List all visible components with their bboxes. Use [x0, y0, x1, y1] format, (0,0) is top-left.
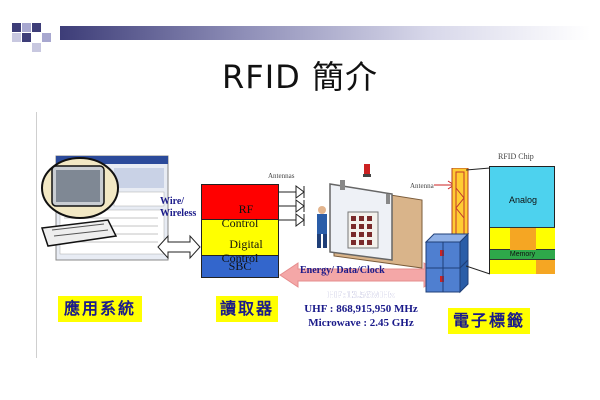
chip-memory-label: Memory [509, 251, 536, 258]
chip-right-yellow [536, 227, 555, 250]
application-system [38, 150, 198, 270]
antenna-icons [278, 185, 305, 227]
decor-square [22, 33, 31, 42]
diagram-left-edge [36, 112, 37, 358]
decor-square [12, 23, 21, 32]
chip-zoom-lines [466, 167, 491, 275]
reader-sbc-label: SBC [228, 259, 252, 273]
header-gradient-bar [60, 26, 590, 40]
reader-sbc: SBC [201, 256, 279, 278]
chip-analog-label: Analog [508, 195, 538, 205]
tag-antenna-label: Antenna [410, 182, 434, 190]
rfid-chip-label: RFID Chip [498, 152, 534, 161]
caption-application-system: 應用系統 [58, 296, 142, 322]
slide-title: RFID 簡介 [222, 58, 378, 96]
chip-left-yellow [490, 227, 510, 250]
decor-square [22, 23, 31, 32]
computer-illustration [40, 155, 169, 261]
chip-orange-block [510, 227, 536, 250]
rfid-chip: Analog Memory [489, 166, 555, 274]
decor-square [42, 33, 51, 42]
energy-data-clock-label: Energy/ Data/Clock [300, 265, 385, 276]
chip-bottom-orange [536, 260, 555, 274]
reader-block-stack: RF Control Digital Control SBC [201, 184, 279, 278]
tag-module-illustration [424, 168, 470, 294]
frequency-uhf: UHF : 868,915,950 MHz [304, 303, 418, 315]
reader-rf-control-label: RF Control [221, 202, 259, 230]
frequency-hf: HF:13.56MHz [327, 289, 395, 301]
caption-reader: 讀取器 [216, 296, 278, 322]
reader-rf-control: RF Control [201, 184, 279, 230]
decor-square [12, 33, 21, 42]
antennas-label: Antennas [268, 172, 295, 180]
decor-square [32, 23, 41, 32]
wire-wireless-label: Wire/ Wireless [160, 196, 197, 219]
frequency-microwave: Microwave : 2.45 GHz [308, 317, 414, 329]
frequency-list: HF:13.56MHz UHF : 868,915,950 MHz Microw… [266, 288, 456, 330]
decor-square [32, 43, 41, 52]
chip-memory-block: Memory [490, 249, 555, 260]
caption-tag: 電子標籤 [448, 308, 530, 334]
warehouse-portal-illustration [317, 164, 423, 269]
link-double-arrow [157, 234, 201, 260]
